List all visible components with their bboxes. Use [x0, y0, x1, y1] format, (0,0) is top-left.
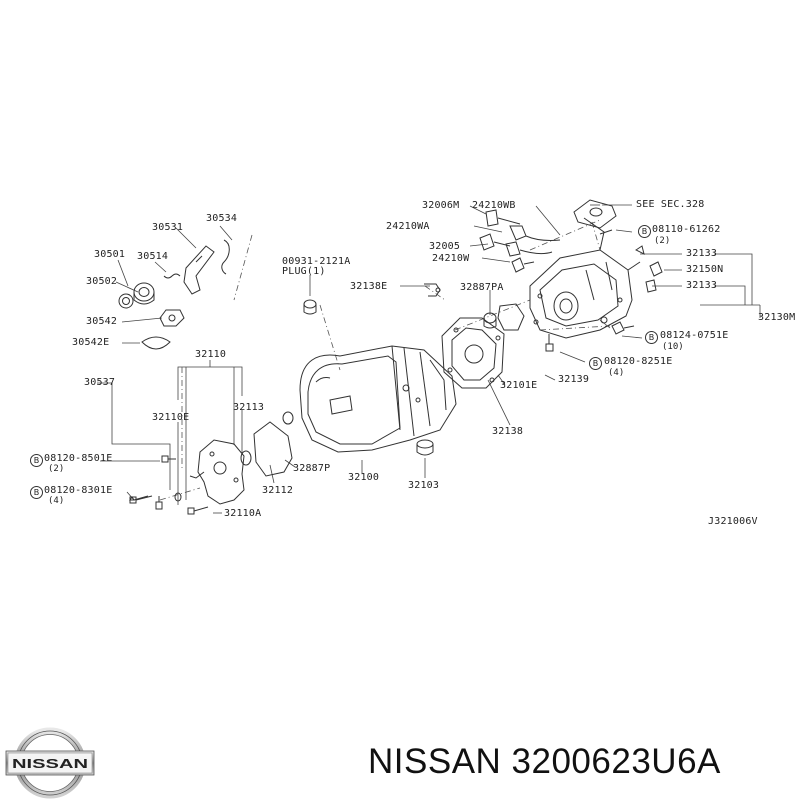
label-plug-number: 00931-2121A: [282, 256, 351, 267]
label-24210WA: 24210WA: [386, 221, 430, 232]
label-32110: 32110: [195, 349, 227, 360]
assembly-dash-lines: [159, 219, 611, 501]
label-plug-text: PLUG(1): [282, 266, 326, 277]
switch-32005: [479, 233, 553, 257]
label-32112: 32112: [262, 485, 294, 496]
label-32103: 32103: [408, 480, 440, 491]
bolts-left: [129, 455, 209, 515]
switch-32006M: [485, 209, 561, 241]
bolt-symbol-08124: B: [645, 331, 658, 344]
label-30542E: 30542E: [72, 337, 110, 348]
transmission-case-32100: [299, 345, 457, 453]
shift-fork-30531: [183, 245, 215, 295]
pivot-30542: [159, 309, 185, 327]
bolts-right: [545, 229, 663, 352]
nissan-logo-text: NISSAN: [12, 756, 88, 771]
clip-30542E: [141, 336, 171, 350]
label-32887P: 32887P: [293, 463, 331, 474]
label-08120-8501: 08120-8501E: [44, 453, 113, 464]
label-32110E: 32110E: [152, 412, 190, 423]
spring-30514: [163, 273, 181, 279]
label-32006M: 32006M: [422, 200, 460, 211]
plug-32887PA: [483, 312, 497, 329]
label-32139: 32139: [558, 374, 590, 385]
gasket-32101E: [497, 303, 525, 331]
ring-32887P: [282, 411, 294, 425]
label-32113: 32113: [233, 402, 265, 413]
gasket-32112: [253, 421, 293, 477]
release-bearing-30501: [133, 282, 155, 305]
bolt-symbol-08120-8501: B: [30, 454, 43, 467]
label-see-sec: SEE SEC.328: [636, 199, 705, 210]
harness-24210W: [511, 257, 535, 273]
label-24210WB: 24210WB: [472, 200, 516, 211]
top-cover-sec328: [573, 199, 617, 229]
bolt-symbol-08120-8251: B: [589, 357, 602, 370]
nissan-logo-graphic: NISSAN: [5, 727, 95, 799]
adapter-plate-32138: [441, 317, 505, 389]
bolt-symbol-08120-8301: B: [30, 486, 43, 499]
label-30534: 30534: [206, 213, 238, 224]
drain-plug-32103: [416, 439, 434, 456]
label-32138E: 32138E: [350, 281, 388, 292]
label-08110: 08110-61262: [652, 224, 721, 235]
label-32150N: 32150N: [686, 264, 724, 275]
qty-08120-8501: (2): [48, 464, 65, 474]
label-32100: 32100: [348, 472, 380, 483]
label-30542: 30542: [86, 316, 118, 327]
label-30501: 30501: [94, 249, 126, 260]
part-number-caption: NISSAN 3200623U6A: [368, 742, 721, 781]
label-30514: 30514: [137, 251, 169, 262]
qty-08110: (2): [654, 236, 671, 246]
label-08120-8301: 08120-8301E: [44, 485, 113, 496]
diagram-code: J321006V: [708, 516, 758, 527]
qty-08124: (10): [662, 342, 684, 352]
nissan-logo: NISSAN: [5, 724, 95, 802]
qty-08120-8251: (4): [608, 368, 625, 378]
breather-32138E: [424, 283, 441, 297]
label-32130M: 32130M: [758, 312, 796, 323]
label-32887PA: 32887PA: [460, 282, 504, 293]
ring-30502: [118, 293, 134, 309]
oil-seal-32113: [240, 450, 252, 466]
label-32110A: 32110A: [224, 508, 262, 519]
qty-08120-8301: (4): [48, 496, 65, 506]
plug-00931: [303, 299, 317, 315]
label-32101E: 32101E: [500, 380, 538, 391]
label-32133-upper: 32133: [686, 248, 718, 259]
label-24210W: 24210W: [432, 253, 470, 264]
bolt-symbol-08110: B: [638, 225, 651, 238]
label-08120-8251: 08120-8251E: [604, 356, 673, 367]
label-08124: 08124-0751E: [660, 330, 729, 341]
front-cover-32110: [189, 439, 245, 505]
label-32133-lower: 32133: [686, 280, 718, 291]
label-30537: 30537: [84, 377, 116, 388]
label-32005: 32005: [429, 241, 461, 252]
label-32138: 32138: [492, 426, 524, 437]
clip-30534: [221, 239, 230, 275]
extension-housing-32130M: [529, 217, 641, 339]
label-30502: 30502: [86, 276, 118, 287]
label-30531: 30531: [152, 222, 184, 233]
